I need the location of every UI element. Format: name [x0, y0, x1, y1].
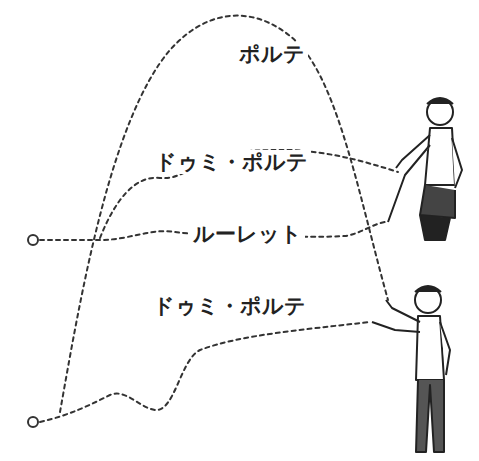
- trajectory-label: ドゥミ・ポルテ: [152, 150, 311, 174]
- start-point: [28, 235, 38, 245]
- start-point: [28, 417, 38, 427]
- standing-person: [372, 286, 450, 452]
- trajectory-label: ポルテ: [236, 42, 308, 66]
- trajectory-label: ドゥミ・ポルテ: [150, 294, 309, 318]
- porte-trajectory: [60, 16, 388, 412]
- trajectory-label: ルーレット: [190, 222, 305, 246]
- demi-porte-trajectory: [40, 322, 370, 422]
- kneeling-person: [388, 98, 462, 240]
